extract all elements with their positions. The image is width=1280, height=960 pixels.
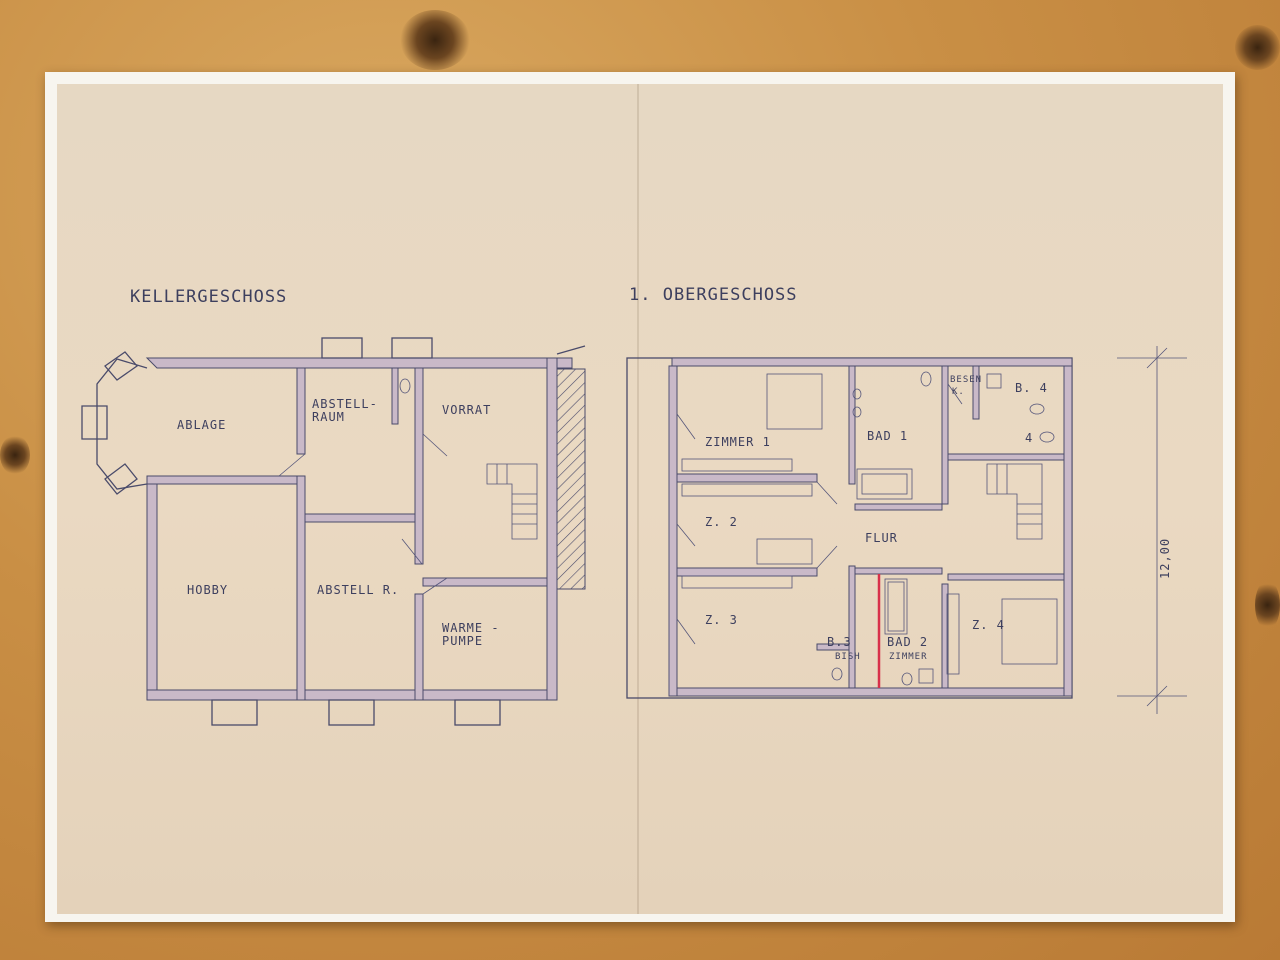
- room-label-b3: B.3: [827, 635, 852, 649]
- room-label-vorrat: VORRAT: [442, 403, 491, 417]
- obergeschoss-title: 1. OBERGESCHOSS: [629, 285, 798, 305]
- room-label-besen: BESEN: [950, 375, 982, 385]
- room-label-waermepumpe-2: PUMPE: [442, 634, 483, 648]
- dimension-line: [1117, 346, 1187, 714]
- wood-knot: [1235, 25, 1280, 70]
- floor-plan-drawing: KELLERGESCHOSS ABLAGE ABSTELL- RAUM VORR…: [81, 285, 1187, 726]
- room-label-bad-2: BAD 2: [887, 635, 928, 649]
- blueprint-print-area: KELLERGESCHOSS ABLAGE ABSTELL- RAUM VORR…: [57, 84, 1223, 914]
- room-label-waermepumpe: WARME -: [442, 621, 500, 635]
- kellergeschoss-plan: KELLERGESCHOSS ABLAGE ABSTELL- RAUM VORR…: [81, 287, 586, 726]
- room-label-hobby: HOBBY: [187, 583, 228, 597]
- room-label-ablage: ABLAGE: [177, 418, 226, 432]
- room-label-besen-2: K.: [952, 387, 965, 397]
- room-label-zimmer-small: ZIMMER: [889, 652, 928, 662]
- room-label-abstell-r: ABSTELL R.: [317, 583, 399, 597]
- wood-knot: [400, 10, 470, 70]
- room-label-abstellraum-2: RAUM: [312, 410, 345, 424]
- obergeschoss-plan: 12,00 1. OBERGESCHOSS ZIMMER 1 BAD 1 BES…: [626, 285, 1187, 714]
- wood-knot: [1255, 580, 1280, 630]
- room-label-4: 4: [1025, 431, 1033, 445]
- room-label-z3: Z. 3: [705, 613, 738, 627]
- room-label-bad-1: BAD 1: [867, 429, 908, 443]
- wood-knot: [0, 435, 30, 475]
- room-label-z2: Z. 2: [705, 515, 738, 529]
- blueprint-sheet: KELLERGESCHOSS ABLAGE ABSTELL- RAUM VORR…: [45, 72, 1235, 922]
- room-label-zimmer-1: ZIMMER 1: [705, 435, 771, 449]
- room-label-flur: FLUR: [865, 531, 898, 545]
- room-label-bish: BISH: [835, 652, 861, 662]
- staircase: [486, 463, 538, 540]
- room-label-abstellraum: ABSTELL-: [312, 397, 378, 411]
- staircase: [986, 463, 1043, 540]
- dimension-label: 12,00: [1158, 538, 1172, 579]
- paper-fold: [637, 84, 639, 914]
- room-label-z4: Z. 4: [972, 618, 1005, 632]
- room-label-b4: B. 4: [1015, 381, 1048, 395]
- kellergeschoss-title: KELLERGESCHOSS: [130, 287, 287, 307]
